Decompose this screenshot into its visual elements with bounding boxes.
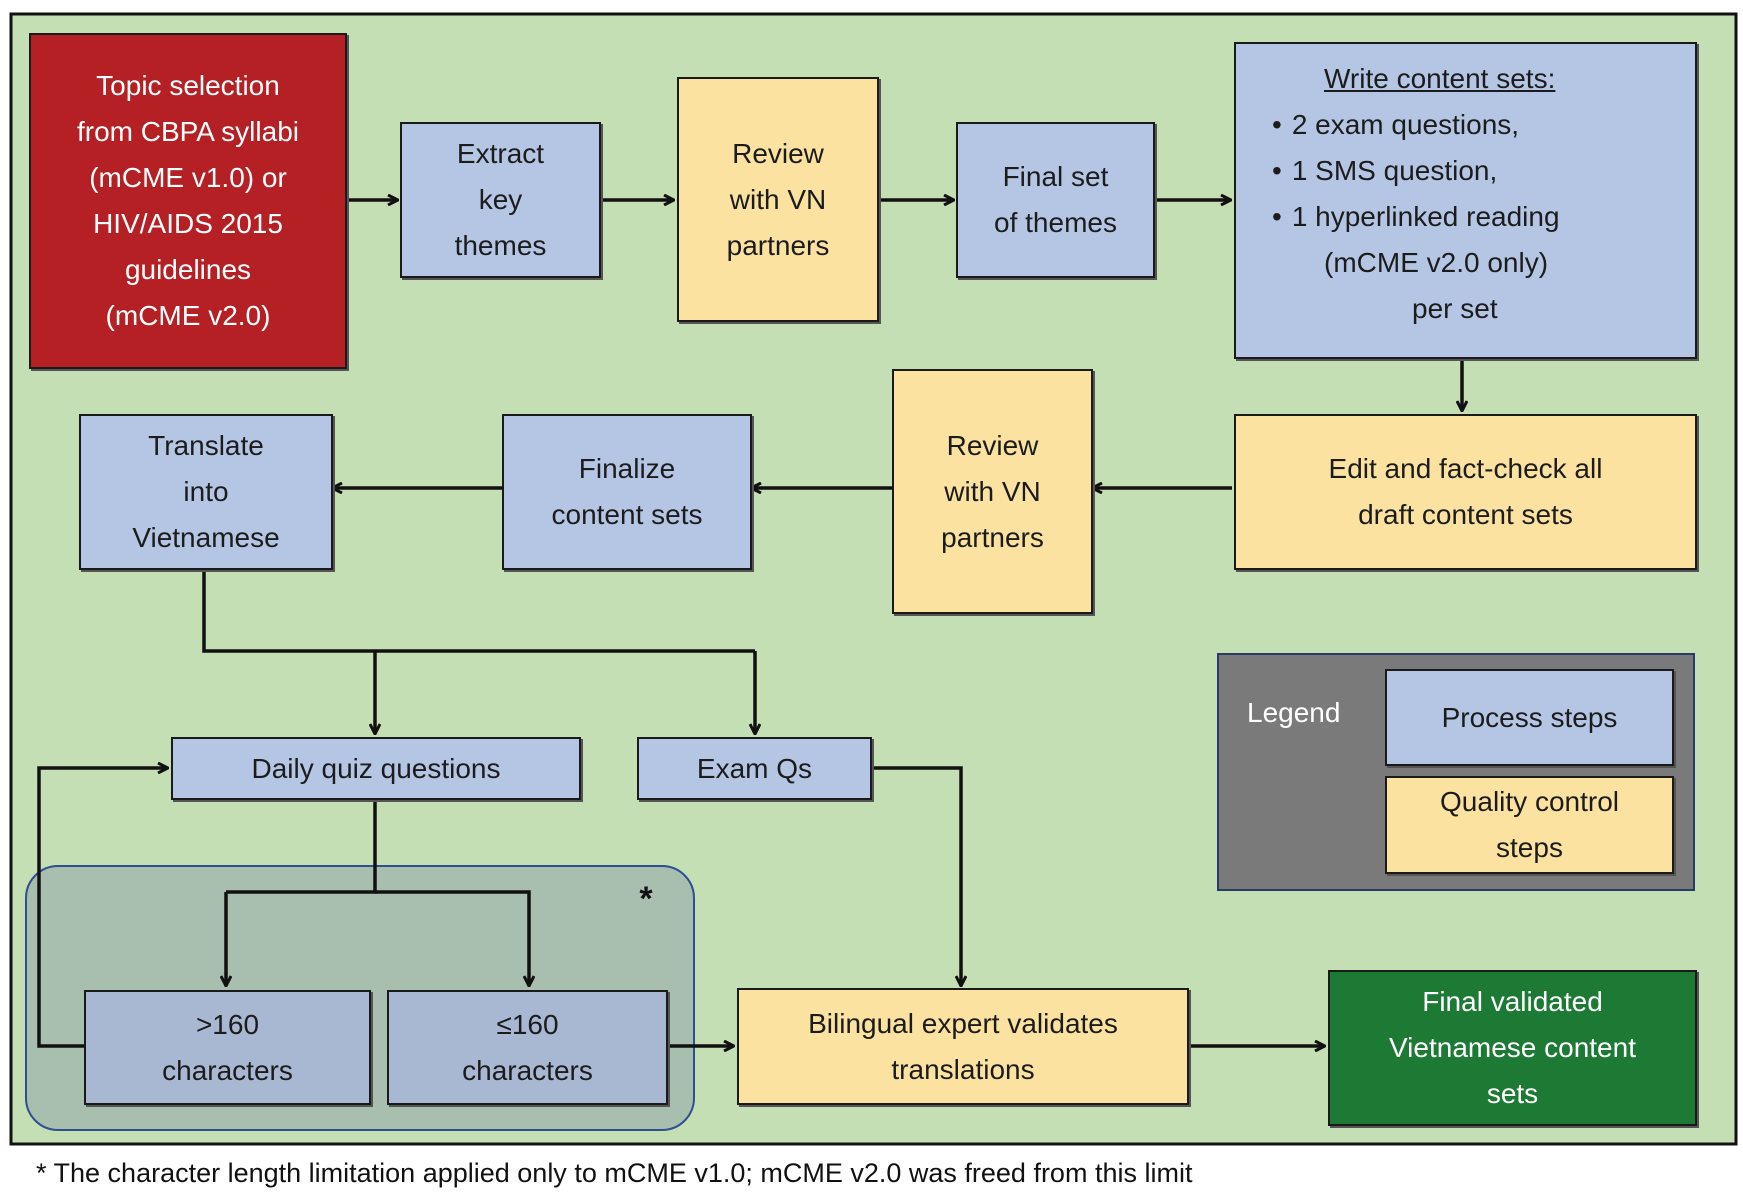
bilingual-line-2: translations: [891, 1053, 1035, 1085]
legend: Legend Process steps Quality control ste…: [1217, 653, 1695, 891]
legend-process-label: Process steps: [1441, 701, 1618, 733]
extract-themes-line-3: themes: [454, 230, 547, 261]
gt160-line-2: characters: [162, 1054, 293, 1086]
daily-quiz-questions-box: Daily quiz questions: [171, 737, 581, 800]
under-160-characters-box: ≤160 characters: [387, 990, 668, 1105]
translate-line-1: Translate: [148, 430, 264, 461]
le160-line-2: characters: [462, 1054, 593, 1086]
legend-quality-control: Quality control steps: [1385, 776, 1674, 874]
bilingual-line-1: Bilingual expert validates: [808, 1007, 1118, 1039]
connector-translate-split: [202, 570, 755, 653]
extract-themes-line-2: key: [478, 184, 523, 215]
topic-selection-line-1: Topic selection: [96, 70, 280, 101]
review-vn-2-line-3: partners: [941, 521, 1044, 553]
bilingual-expert-box: Bilingual expert validates translations: [737, 988, 1189, 1105]
write-content-sets-box: Write content sets: 2 exam questions, 1 …: [1234, 42, 1697, 359]
write-content-note: (mCME v2.0 only): [1324, 247, 1549, 278]
write-content-item-exam: 2 exam questions,: [1292, 102, 1519, 148]
legend-process-steps: Process steps: [1385, 669, 1674, 766]
review-vn-partners-box-1: Review with VN partners: [677, 77, 879, 322]
extract-themes-box: Extract key themes: [400, 122, 601, 278]
topic-selection-box: Topic selection from CBPA syllabi (mCME …: [29, 33, 347, 369]
edit-factcheck-box: Edit and fact-check all draft content se…: [1234, 414, 1697, 570]
final-validated-line-2: Vietnamese content: [1389, 1032, 1636, 1063]
asterisk-marker: *: [639, 880, 653, 918]
review-vn-1-line-2: with VN: [729, 183, 827, 215]
write-content-item-reading: 1 hyperlinked reading: [1292, 194, 1560, 240]
final-themes-line-1: Final set: [1002, 161, 1109, 192]
final-validated-line-3: sets: [1486, 1078, 1539, 1109]
arrow-exam-qs-to-bilingual: [872, 766, 961, 985]
final-validated-box: Final validated Vietnamese content sets: [1328, 970, 1697, 1126]
final-themes-box: Final set of themes: [956, 122, 1155, 278]
daily-quiz-label: Daily quiz questions: [251, 752, 501, 784]
translate-line-3: Vietnamese: [132, 522, 280, 553]
legend-title: Legend: [1247, 697, 1341, 728]
review-vn-1-line-1: Review: [732, 137, 824, 169]
write-content-suffix: per set: [1412, 293, 1498, 324]
topic-selection-line-3: (mCME v1.0) or: [89, 162, 287, 193]
legend-quality-line-2: steps: [1496, 832, 1563, 863]
arrow-to-le160: [375, 890, 529, 985]
write-content-heading: Write content sets:: [1324, 63, 1556, 94]
footnote: * The character length limitation applie…: [36, 1158, 1193, 1188]
review-vn-2-line-2: with VN: [944, 475, 1041, 507]
edit-factcheck-line-1: Edit and fact-check all: [1328, 453, 1603, 484]
gt160-line-1: >160: [195, 1008, 260, 1040]
translate-line-2: into: [183, 476, 229, 507]
final-themes-line-2: of themes: [994, 207, 1117, 238]
topic-selection-line-6: (mCME v2.0): [105, 300, 271, 331]
finalize-line-1: Finalize: [578, 453, 676, 484]
finalize-line-2: content sets: [551, 499, 703, 530]
over-160-characters-box: >160 characters: [84, 990, 371, 1105]
edit-factcheck-line-2: draft content sets: [1358, 499, 1573, 530]
finalize-content-sets-box: Finalize content sets: [502, 414, 752, 570]
review-vn-2-line-1: Review: [946, 429, 1039, 461]
review-vn-1-line-3: partners: [726, 229, 830, 261]
arrow-gt160-loop-to-daily-quiz: [37, 768, 167, 1048]
extract-themes-line-1: Extract: [456, 138, 545, 169]
topic-selection-line-5: guidelines: [124, 254, 252, 285]
topic-selection-line-2: from CBPA syllabi: [77, 116, 299, 147]
exam-qs-box: Exam Qs: [637, 737, 872, 800]
topic-selection-line-4: HIV/AIDS 2015: [93, 208, 283, 239]
review-vn-partners-box-2: Review with VN partners: [892, 369, 1093, 614]
write-content-item-sms: 1 SMS question,: [1292, 148, 1497, 194]
exam-qs-label: Exam Qs: [696, 752, 813, 784]
le160-line-1: ≤160: [496, 1008, 559, 1040]
translate-vietnamese-box: Translate into Vietnamese: [79, 414, 333, 570]
final-validated-line-1: Final validated: [1422, 986, 1603, 1017]
legend-quality-line-1: Quality control: [1440, 786, 1619, 817]
